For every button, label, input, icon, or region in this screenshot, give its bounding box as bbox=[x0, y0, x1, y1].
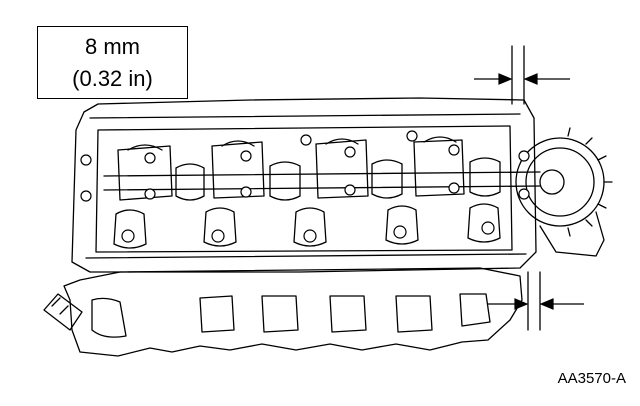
sensor bbox=[43, 293, 83, 331]
manifold bbox=[63, 267, 523, 357]
bolts bbox=[80, 130, 530, 243]
figure-id: AA3570-A bbox=[557, 370, 626, 387]
cam-sprocket bbox=[515, 137, 605, 227]
dimension-arrows-bottom bbox=[488, 298, 584, 310]
dimension-mm: 8 mm bbox=[85, 34, 140, 59]
dimension-arrows-top bbox=[474, 73, 570, 85]
measure-post bbox=[511, 45, 525, 105]
cam-caps bbox=[117, 139, 465, 201]
dimension-callout: 8 mm (0.32 in) bbox=[37, 26, 188, 99]
dimension-in: (0.32 in) bbox=[72, 66, 153, 91]
camshaft bbox=[103, 171, 541, 191]
